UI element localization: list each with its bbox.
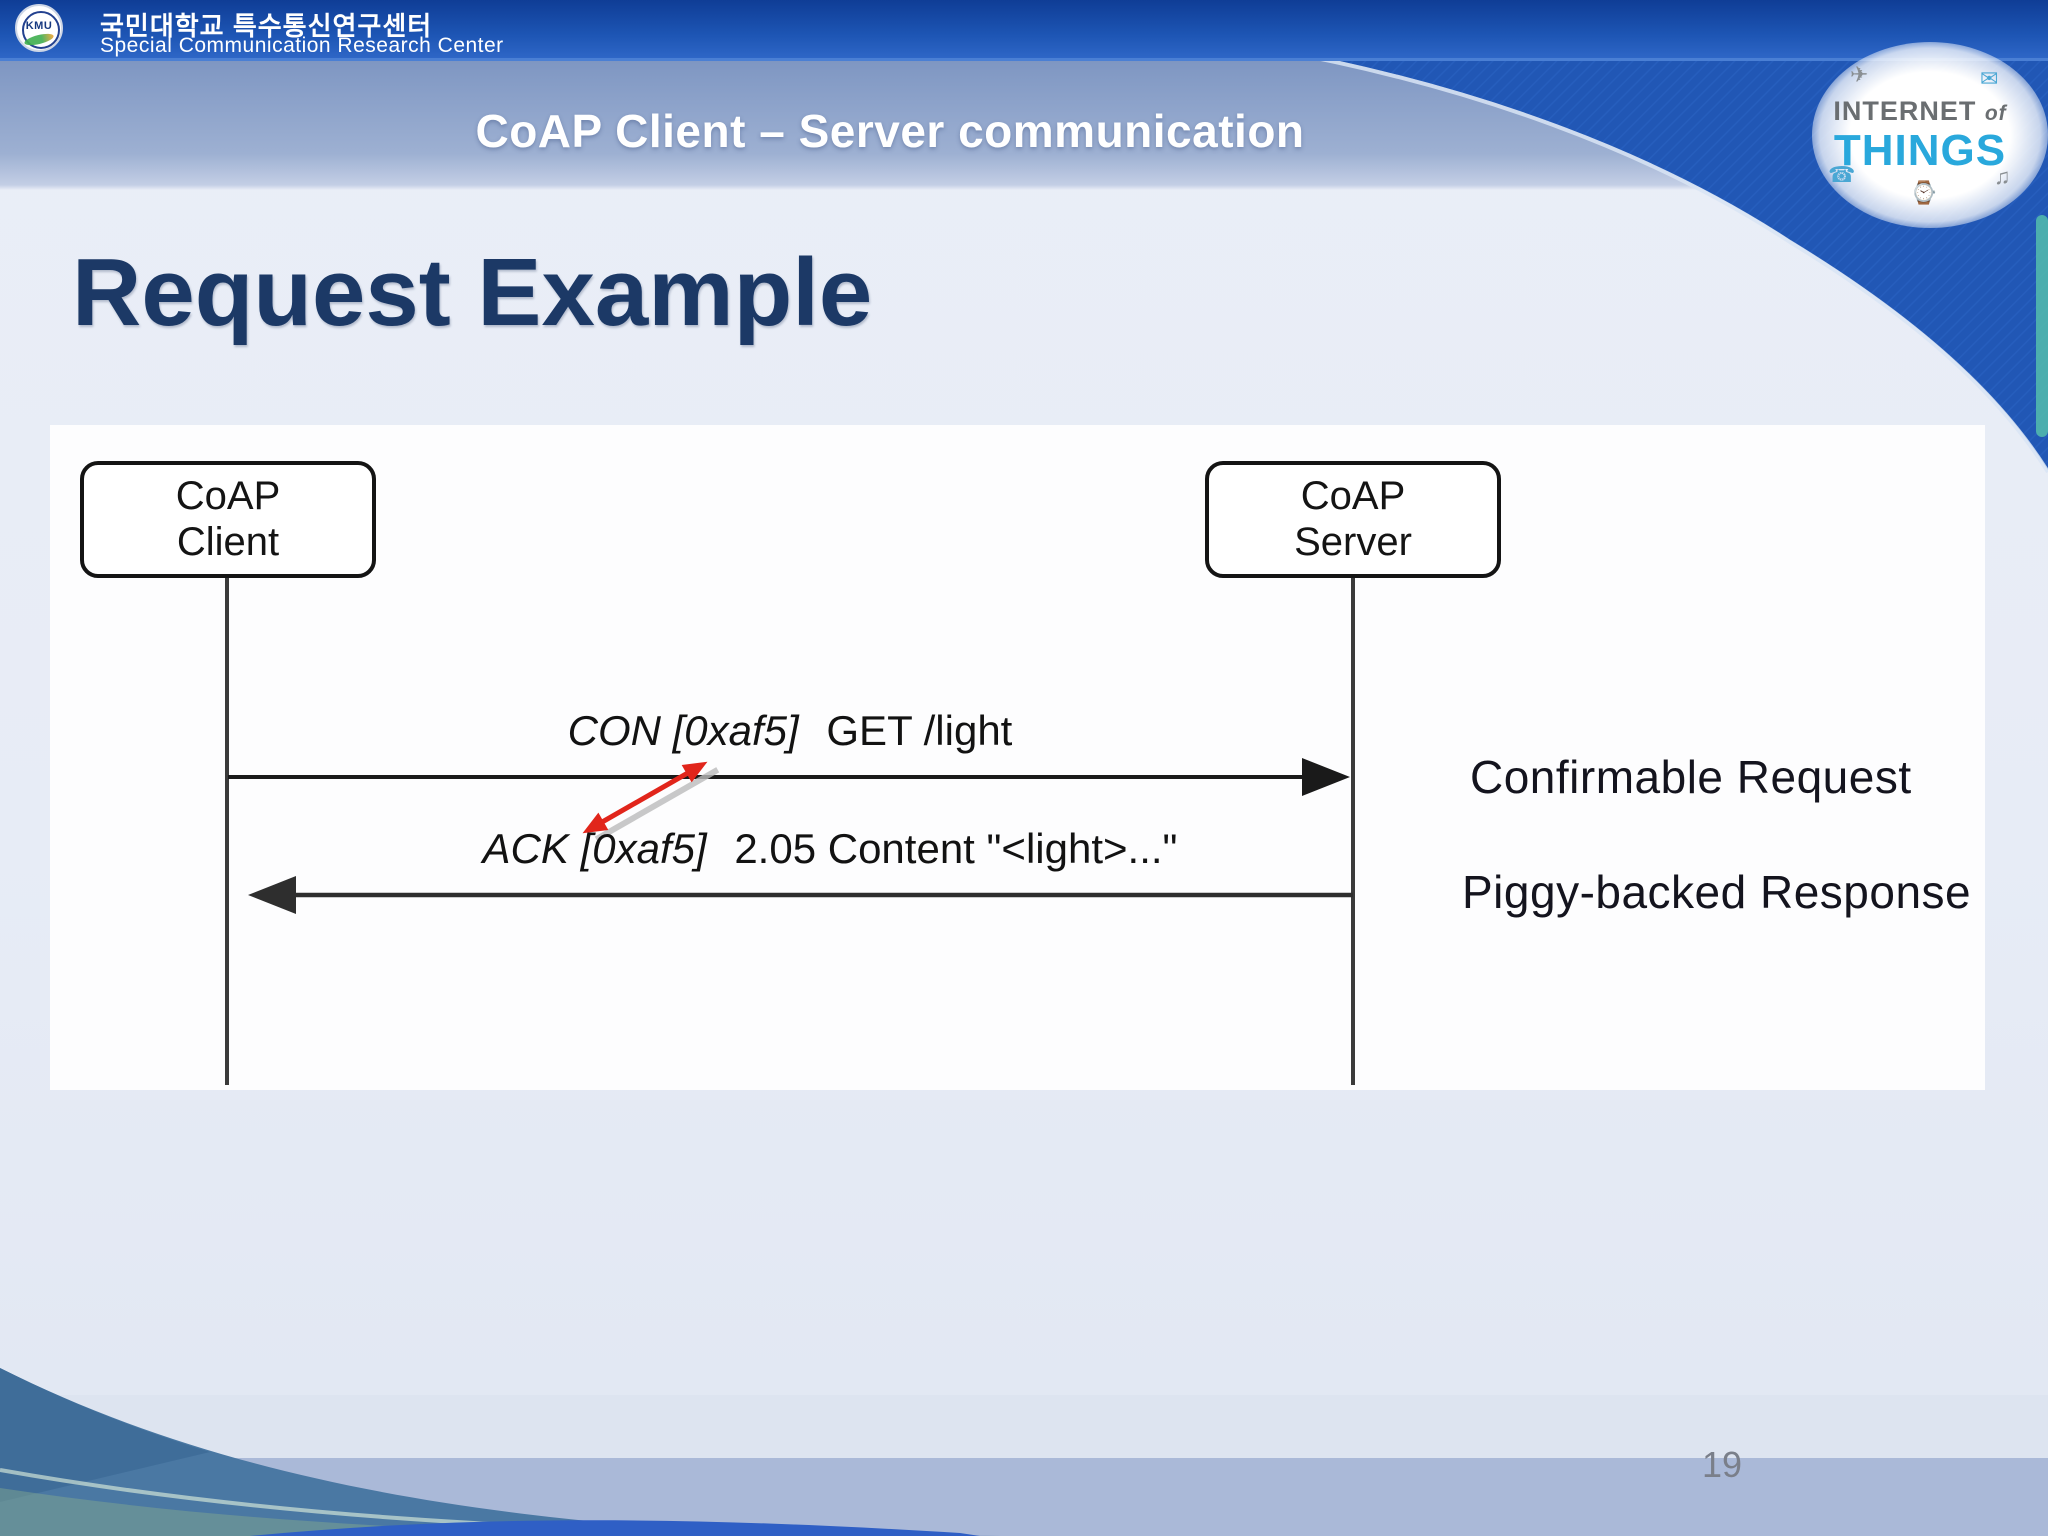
page-heading: Request Example — [72, 239, 873, 346]
page-number: 19 — [1702, 1444, 1743, 1485]
response-message-label: ACK [0xaf5] 2.05 Content "<light>..." — [330, 825, 1330, 873]
kmu-logo: KMU — [15, 4, 63, 52]
iot-word-internet: INTERNET of — [1812, 96, 2028, 127]
kmu-logo-ring — [22, 11, 60, 49]
server-lifeline — [1351, 578, 1355, 1085]
kmu-logo-text: KMU — [25, 20, 53, 32]
mail-icon: ✉ — [1980, 66, 1999, 91]
coap-client-line2: Client — [176, 519, 280, 564]
request-arrow — [228, 758, 1350, 796]
iot-word-internet-text: INTERNET — [1833, 96, 1977, 126]
coap-server-line2: Server — [1294, 519, 1412, 564]
top-header: KMU 국민대학교 특수통신연구센터 Special Communication… — [0, 0, 2048, 61]
response-message-type: ACK [0xaf5] — [482, 825, 707, 872]
research-center-name: Special Communication Research Center — [100, 34, 504, 57]
iot-word-things: THINGS — [1833, 126, 2007, 175]
coap-server-line1: CoAP — [1300, 474, 1406, 519]
diagram-panel: CoAP Client CoAP Server CON [0xaf5] G — [50, 425, 1985, 1090]
iot-logo: ✈ ☎ ✉ ♫ ⌚ INTERNET of THINGS — [1812, 42, 2048, 228]
response-message-body: 2.05 Content "<light>..." — [734, 825, 1178, 872]
university-name-korean: 국민대학교 특수통신연구센터 — [100, 11, 433, 41]
teal-edge-strip — [2036, 215, 2048, 437]
iot-word-of: of — [1984, 102, 2007, 125]
plane-icon: ✈ — [1850, 62, 1869, 87]
coap-client-line1: CoAP — [175, 474, 281, 519]
annotation-piggybacked-response: Piggy-backed Response — [1462, 866, 1972, 918]
watch-icon: ⌚ — [1910, 180, 1938, 205]
coap-server-box: CoAP Server — [1205, 461, 1501, 578]
response-arrow — [248, 876, 1353, 914]
annotation-confirmable-request: Confirmable Request — [1470, 751, 1912, 803]
request-message-label: CON [0xaf5] GET /light — [290, 707, 1290, 755]
slide-title: CoAP Client – Server communication — [475, 105, 1305, 157]
request-message-body: GET /light — [826, 707, 1013, 754]
coap-client-box: CoAP Client — [80, 461, 376, 578]
client-lifeline — [225, 578, 229, 1085]
request-message-type: CON [0xaf5] — [567, 707, 799, 754]
